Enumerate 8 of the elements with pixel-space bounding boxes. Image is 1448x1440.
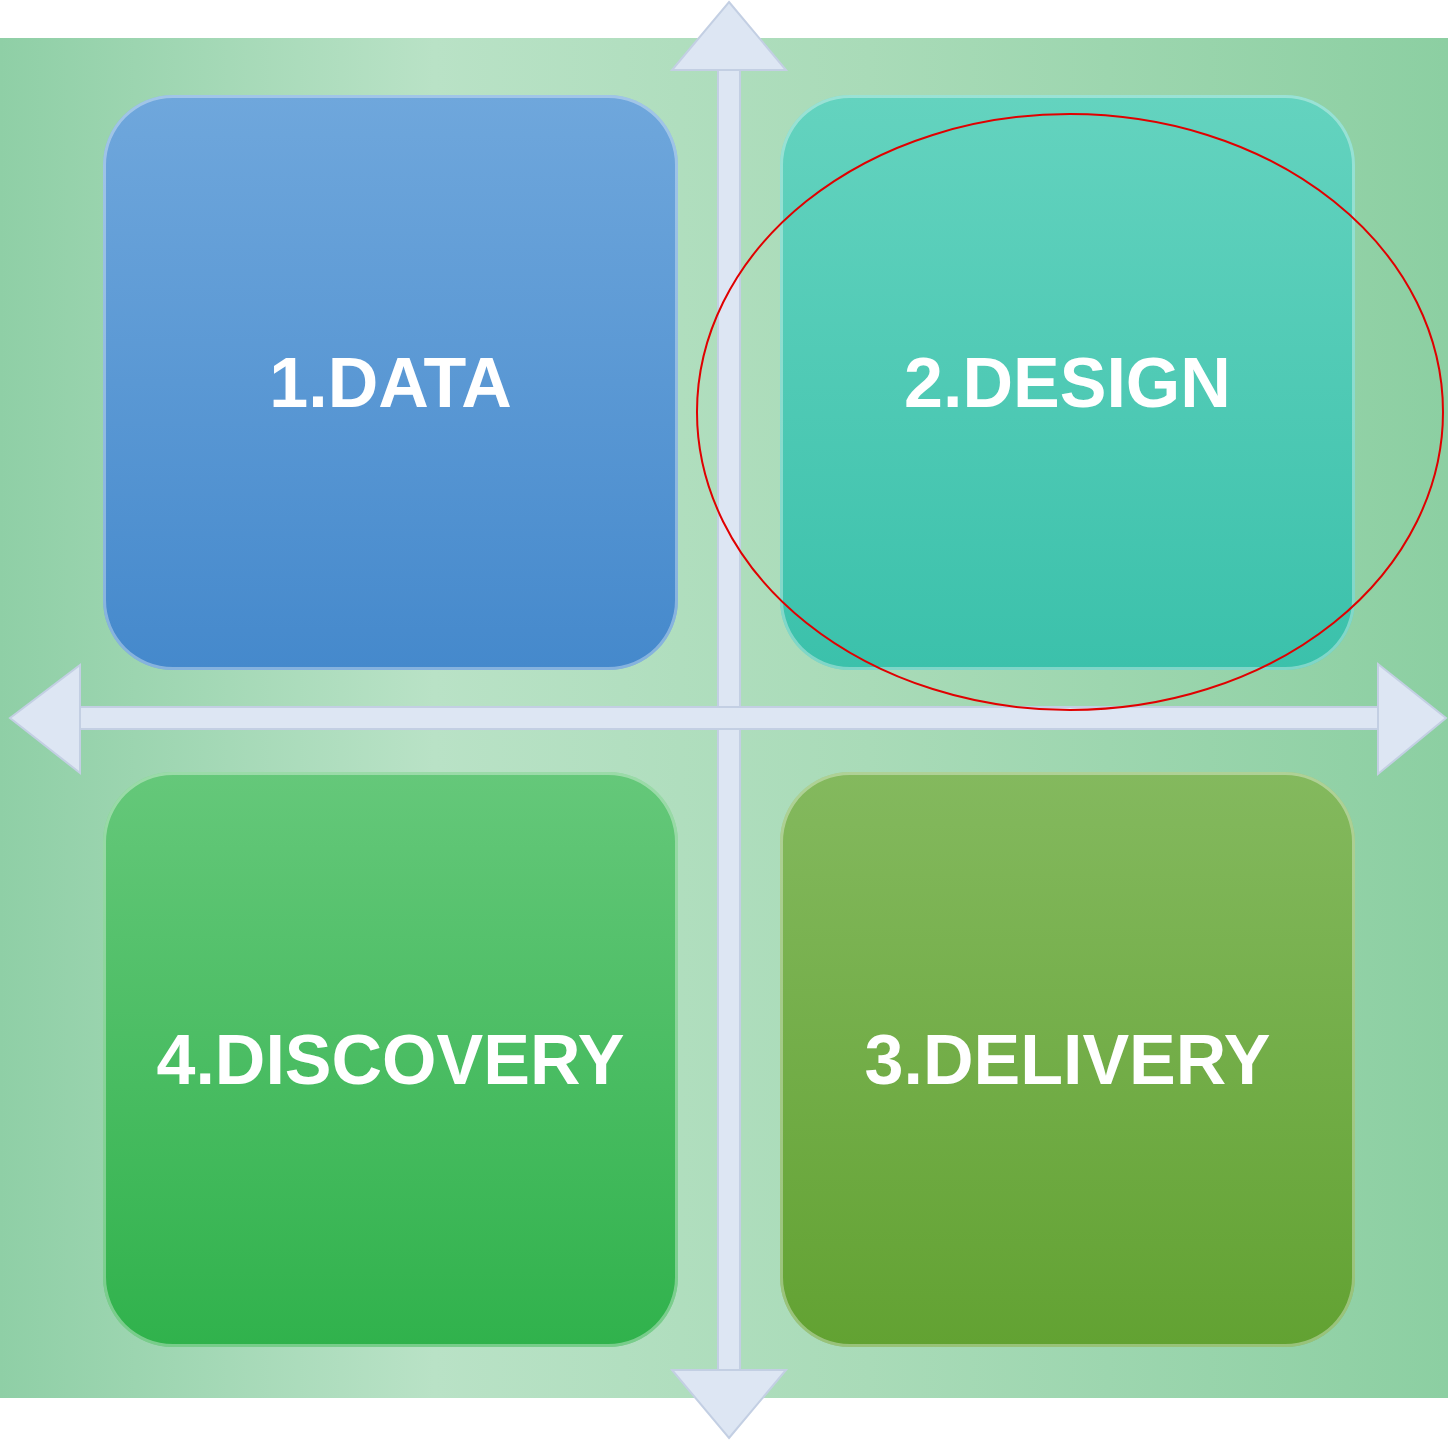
quadrant-title: 3.DELIVERY (864, 1019, 1271, 1100)
quadrant-box (780, 95, 1355, 670)
quadrant-title: 4.DISCOVERY (156, 1019, 625, 1100)
quadrant-box (103, 95, 678, 670)
quadrant-box (780, 772, 1355, 1347)
quadrant-box (103, 772, 678, 1347)
quadrant-title: 1.DATA (269, 342, 512, 423)
quadrant-title: 2.DESIGN (904, 342, 1231, 423)
